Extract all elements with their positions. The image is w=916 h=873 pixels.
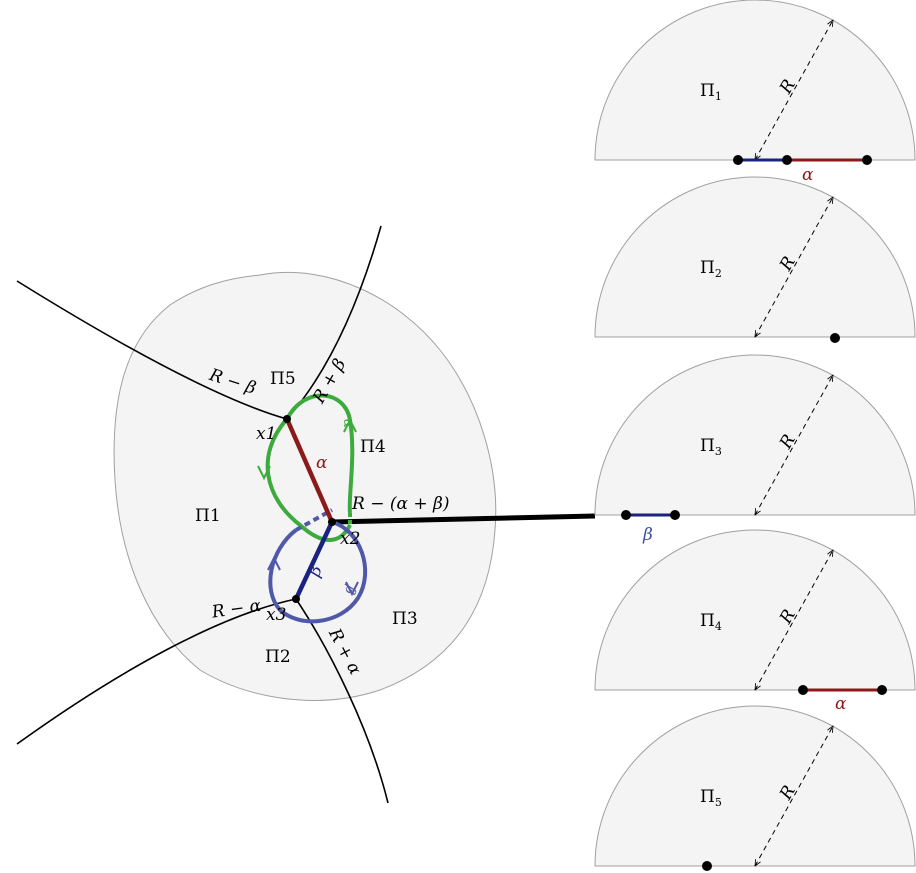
- face-label-pi4: Π4: [360, 437, 386, 457]
- alpha-loop-arrow-right: [343, 417, 357, 433]
- endpoint-dot: [621, 510, 631, 520]
- endpoint-dot: [862, 155, 872, 165]
- beta-segment: [293, 521, 335, 600]
- alpha-segment-label: α: [316, 453, 328, 473]
- vertex-label-x3: x3: [266, 605, 286, 625]
- alpha-label: α: [835, 694, 847, 714]
- endpoint-dot: [702, 861, 712, 871]
- alpha-segment: [284, 418, 335, 523]
- beta-label: β: [642, 525, 653, 545]
- endpoint-dot: [877, 685, 887, 695]
- face-label: Π1: [700, 81, 722, 103]
- face-label-pi1: Π1: [195, 506, 221, 526]
- alpha-loop-label: α: [340, 419, 355, 428]
- half-disc-5: Π5 R: [594, 705, 916, 871]
- half-disc-1: Π1 R β α: [594, 0, 916, 195]
- alpha-loop-arrow-left: [257, 465, 271, 481]
- beta-loop: [268, 520, 368, 624]
- face-label: Π2: [700, 258, 722, 280]
- half-disc-2: Π2 R: [594, 176, 916, 343]
- half-disc-3: Π3 R β: [594, 354, 916, 545]
- face-label: Π3: [700, 436, 722, 458]
- endpoint-dot: [830, 333, 840, 343]
- vertex-x2: [328, 518, 336, 526]
- face-label-pi5: Π5: [270, 369, 296, 389]
- beta-loop-arrow-right: [345, 581, 359, 597]
- face-label: Π5: [700, 787, 722, 809]
- endpoint-dot: [670, 510, 680, 520]
- endpoint-dot: [733, 155, 743, 165]
- vertex-label-x1: x1: [256, 424, 276, 444]
- face-label: Π4: [700, 611, 722, 633]
- face-label-pi3: Π3: [392, 609, 418, 629]
- edge-upper-left: [16, 280, 288, 420]
- edge-lower-left: [16, 598, 297, 745]
- vertex-x1: [283, 415, 291, 423]
- edge-label-r-minus-alpha-beta: R − (α + β): [351, 494, 449, 514]
- vertex-x3: [292, 595, 300, 603]
- endpoint-dot: [782, 155, 792, 165]
- endpoint-dot: [798, 685, 808, 695]
- face-label-pi2: Π2: [265, 647, 291, 667]
- edge-to-half-disc-3: [331, 513, 596, 525]
- alpha-label: α: [802, 165, 814, 185]
- beta-loop-arrow-left: [267, 555, 281, 571]
- surface-region: [113, 271, 497, 701]
- half-disc-4: Π4 R α: [594, 529, 916, 714]
- vertex-label-x2: x2: [340, 529, 360, 549]
